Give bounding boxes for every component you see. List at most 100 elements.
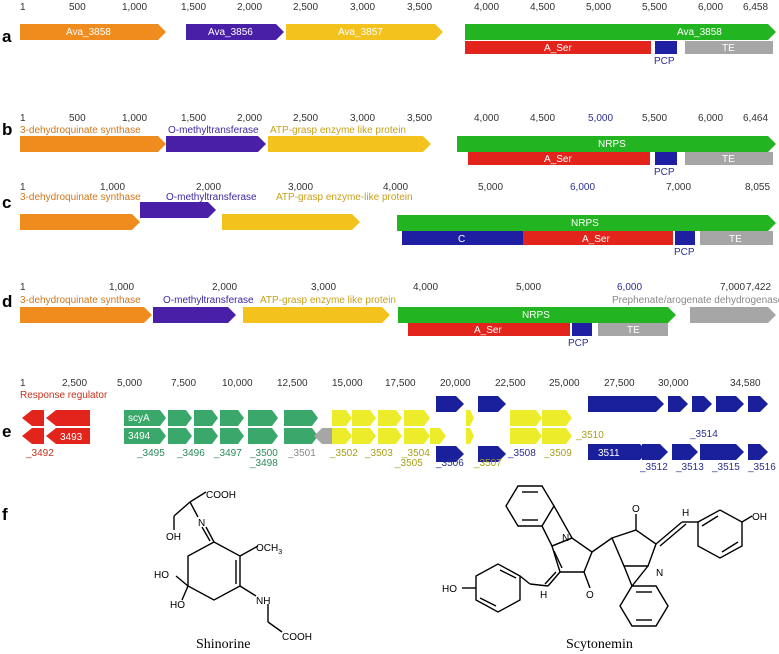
tick-b-1: 500 bbox=[69, 113, 86, 124]
tick-b-10: 5,000 bbox=[588, 113, 613, 124]
shinorine-nh: NH bbox=[256, 596, 270, 607]
tick-a-3: 1,500 bbox=[181, 2, 206, 13]
gene-arrow-e-y7 bbox=[510, 410, 542, 426]
domain-label-b-aser: A_Ser bbox=[544, 154, 572, 165]
tick-d-0: 1 bbox=[20, 282, 26, 293]
gene-ann-e-3516: _3516 bbox=[747, 462, 776, 473]
gene-ann-b-1: O-methyltransferase bbox=[168, 125, 259, 136]
shinorine-cooh-top: COOH bbox=[206, 490, 236, 501]
tick-c-5: 5,000 bbox=[478, 182, 503, 193]
tick-a-0: 1 bbox=[20, 2, 26, 13]
tick-a-6: 3,000 bbox=[350, 2, 375, 13]
tick-e-0: 1 bbox=[20, 378, 26, 389]
gene-arrow-e-reg2 bbox=[46, 410, 90, 426]
gene-arrow-b-atpgrasp bbox=[268, 136, 431, 152]
domain-a-te bbox=[685, 41, 773, 54]
gene-arrow-e-3507 bbox=[466, 428, 474, 444]
gene-arrow-e-3512 bbox=[642, 444, 668, 460]
gene-arrow-c-omt bbox=[140, 202, 216, 218]
gene-track-a: Ava_3858 Ava_3856 Ava_3857 Ava_3858 A_Se… bbox=[20, 24, 776, 67]
gene-ann-e-3501: _3501 bbox=[287, 448, 316, 459]
gene-arrow-e-b2 bbox=[478, 396, 506, 412]
gene-arrow-e-3495 bbox=[168, 428, 192, 444]
gene-arrow-e-reg1 bbox=[22, 410, 44, 426]
gene-label-b-nrps: NRPS bbox=[598, 139, 626, 150]
tick-b-6: 3,000 bbox=[350, 113, 375, 124]
gene-ann-e-regulator: Response regulator bbox=[20, 390, 108, 401]
tick-e-3: 7,500 bbox=[171, 378, 196, 389]
gene-arrow-e-teal-2 bbox=[194, 410, 218, 426]
tick-b-13: 6,464 bbox=[743, 113, 768, 124]
tick-c-7: 7,000 bbox=[666, 182, 691, 193]
gene-ann-e-3503: _3503 bbox=[364, 448, 393, 459]
shinorine-ho-upper: HO bbox=[154, 570, 169, 581]
domain-label-d-aser: A_Ser bbox=[474, 325, 502, 336]
tick-d-2: 2,000 bbox=[212, 282, 237, 293]
tick-a-9: 4,500 bbox=[530, 2, 555, 13]
gene-arrow-e-3501 bbox=[314, 428, 332, 444]
gene-ann-e-3510: _3510 bbox=[575, 430, 604, 441]
domain-c-te bbox=[700, 231, 773, 245]
domain-b-aser bbox=[468, 152, 650, 165]
gene-ann-e-3512: _3512 bbox=[639, 462, 668, 473]
gene-arrow-e-b7 bbox=[748, 396, 768, 412]
domain-a-aser bbox=[465, 41, 651, 54]
domain-d-te bbox=[598, 323, 668, 336]
gene-ann-d-2: ATP-grasp enzyme like protein bbox=[260, 295, 396, 306]
domain-b-pcp bbox=[655, 152, 677, 165]
tick-a-8: 4,000 bbox=[474, 2, 499, 13]
gene-arrow-e-scyA bbox=[124, 410, 166, 426]
gene-arrow-d-dhqs bbox=[20, 307, 152, 323]
tick-e-5: 12,500 bbox=[277, 378, 308, 389]
gene-ann-e-3507: _3507 bbox=[473, 458, 502, 469]
shinorine-oh-left: OH bbox=[166, 532, 181, 543]
gene-arrow-e-3516 bbox=[748, 444, 768, 460]
domain-c-pcp bbox=[675, 231, 695, 245]
gene-arrow-e-3500 bbox=[248, 428, 278, 444]
tick-e-2: 5,000 bbox=[117, 378, 142, 389]
tick-b-0: 1 bbox=[20, 113, 26, 124]
tick-e-9: 22,500 bbox=[495, 378, 526, 389]
domain-c-aser bbox=[523, 231, 673, 245]
tick-b-4: 2,000 bbox=[237, 113, 262, 124]
gene-arrow-b-omt bbox=[166, 136, 266, 152]
gene-arrow-d-omt bbox=[153, 307, 236, 323]
gene-arrow-e-3502 bbox=[332, 428, 352, 444]
tick-e-12: 30,000 bbox=[658, 378, 689, 389]
gene-arrow-ava3858-left bbox=[20, 24, 166, 40]
panel-label-c: c bbox=[2, 193, 11, 212]
ruler-c: 1 1,000 2,000 3,000 4,000 5,000 6,000 7,… bbox=[20, 182, 770, 193]
gene-arrow-e-3506 bbox=[436, 446, 464, 462]
gene-arrow-e-y1 bbox=[332, 410, 352, 426]
shinorine-structure bbox=[173, 491, 283, 633]
scytonemin-n-right: N bbox=[656, 568, 663, 579]
panel-label-b: b bbox=[2, 120, 12, 139]
tick-e-10: 25,000 bbox=[549, 378, 580, 389]
gene-arrow-e-3510 bbox=[542, 428, 572, 444]
gene-ann-e-3515: _3515 bbox=[711, 462, 740, 473]
gene-arrow-b-nrps bbox=[457, 136, 776, 152]
tick-b-9: 4,500 bbox=[530, 113, 555, 124]
tick-a-12: 6,000 bbox=[698, 2, 723, 13]
tick-a-2: 1,000 bbox=[122, 2, 147, 13]
gene-arrow-e-3504 bbox=[378, 428, 402, 444]
gene-ann-b-2: ATP-grasp enzyme like protein bbox=[270, 125, 406, 136]
shinorine-atoms: COOH OH N OCH3 HO HO NH COOH bbox=[154, 490, 312, 643]
gene-label-e-scyA: scyA bbox=[128, 413, 150, 424]
gene-arrow-e-y3 bbox=[378, 410, 402, 426]
tick-e-4: 10,000 bbox=[222, 378, 253, 389]
tick-c-8: 8,055 bbox=[745, 182, 770, 193]
gene-arrow-ava3856 bbox=[186, 24, 284, 40]
gene-arrow-e-teal-4 bbox=[248, 410, 278, 426]
tick-c-1: 1,000 bbox=[100, 182, 125, 193]
gene-ann-c-0: 3-dehydroquinate synthase bbox=[20, 192, 141, 203]
tick-d-7: 7,000 bbox=[720, 282, 745, 293]
gene-arrow-d-prephenate bbox=[690, 307, 776, 323]
tick-c-2: 2,000 bbox=[196, 182, 221, 193]
scytonemin-h-left: H bbox=[540, 590, 547, 601]
domain-label-b-te: TE bbox=[722, 154, 735, 165]
tick-a-4: 2,000 bbox=[237, 2, 262, 13]
tick-c-6: 6,000 bbox=[570, 182, 595, 193]
gene-ann-e-3500: _3500 bbox=[249, 448, 278, 459]
